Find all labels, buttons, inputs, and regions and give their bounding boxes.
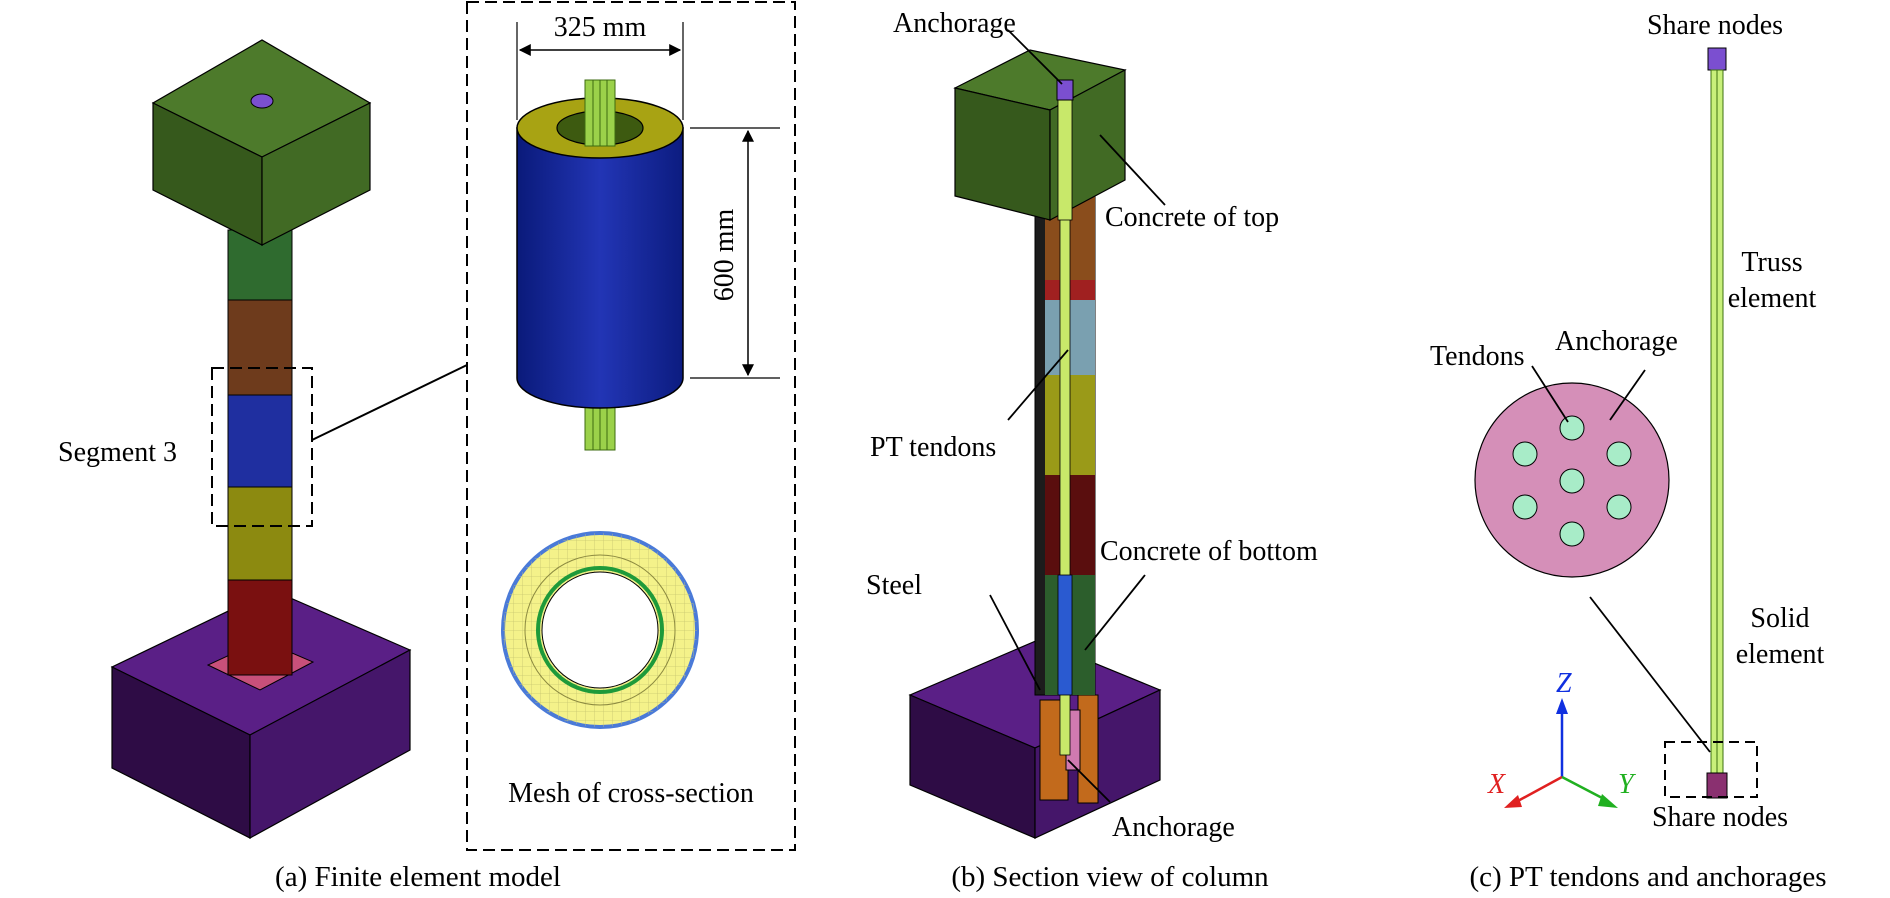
anchorage-plate [1474,382,1670,578]
tendon-element [1706,47,1728,799]
tendon-hole [1512,441,1538,467]
mesh-label: Mesh of cross-section [508,778,754,809]
tendon-hole [1559,468,1585,494]
share-nodes-box [1664,741,1758,798]
steel-label: Steel [866,570,922,601]
caption-a: (a) Finite element model [275,861,561,893]
cylinder-detail [516,79,684,451]
diameter-label: 325 mm [554,12,647,43]
segment-3-leader [311,364,468,441]
tendon-hole [1559,521,1585,547]
axis-x-label: X [1487,769,1506,800]
anchorage-label: Anchorage [1555,326,1678,357]
solid-label-2: element [1736,639,1825,670]
section-leaders [989,29,1166,803]
height-dimension: 600 mm [690,127,780,379]
diameter-dimension: 325 mm [516,12,684,120]
axis-z-label: Z [1556,668,1572,699]
axis-y-label: Y [1618,769,1637,800]
mesh-cross-section [501,531,699,729]
truss-label-2: element [1728,283,1817,314]
anchorage-bottom-label: Anchorage [1112,812,1235,843]
solid-label-1: Solid [1750,603,1809,634]
concrete-top-label: Concrete of top [1105,202,1279,233]
section-top-cap [953,49,1127,221]
tendon-hole [1606,494,1632,520]
concrete-bottom-label: Concrete of bottom [1100,536,1318,567]
segment-3-label: Segment 3 [58,437,177,468]
axis-triad [1504,698,1618,808]
panel-a: Segment 3 325 mm [58,1,796,893]
truss-label-1: Truss [1741,247,1802,278]
tendons-label: Tendons [1430,341,1524,372]
share-nodes-top-label: Share nodes [1647,10,1783,41]
column-a [227,229,293,676]
panel-b: Anchorage Concrete of top PT tendons Con… [866,8,1318,893]
tendon-hole [1512,494,1538,520]
share-nodes-bottom-label: Share nodes [1652,802,1788,833]
anchorage-top-label: Anchorage [893,8,1016,39]
segment-3-box [211,367,313,527]
tendon-hole [1559,415,1585,441]
anchorage-leaders [1531,365,1711,753]
pt-tendons-label: PT tendons [870,432,996,463]
top-cap [151,39,372,246]
section-column [1034,184,1096,756]
caption-b: (b) Section view of column [951,861,1269,893]
caption-c: (c) PT tendons and anchorages [1469,861,1826,893]
tendon-hole [1606,441,1632,467]
panel-c: Share nodes Truss element Solid element … [1430,10,1827,893]
detail-frame [466,1,796,851]
height-label: 600 mm [709,209,740,302]
